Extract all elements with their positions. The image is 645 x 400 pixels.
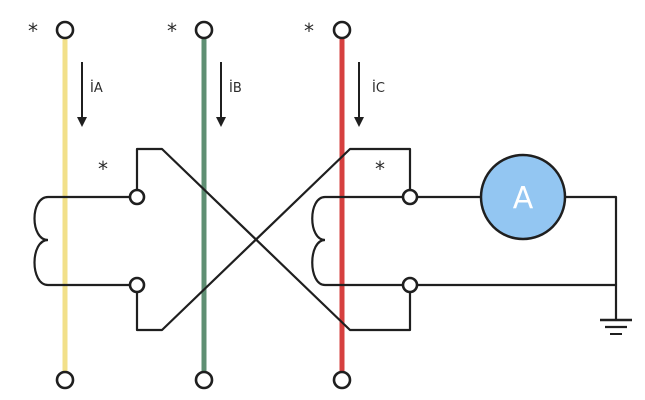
cross-wire-top-left bbox=[135, 147, 412, 332]
ground-icon bbox=[600, 318, 632, 335]
ct-a-terminal-s2 bbox=[128, 276, 146, 294]
ammeter-return-wire bbox=[563, 195, 618, 287]
phase-b-bottom-terminal bbox=[194, 370, 214, 390]
ct-a-polarity-mark: * bbox=[98, 157, 108, 181]
phase-a-polarity-mark: * bbox=[28, 19, 38, 43]
phase-b-top-terminal bbox=[194, 20, 214, 40]
phase-a-bottom-terminal bbox=[55, 370, 75, 390]
phase-a-top-terminal bbox=[55, 20, 75, 40]
phase-c-top-terminal bbox=[332, 20, 352, 40]
ct-a-coil-icon bbox=[33, 195, 65, 287]
phase-c-bottom-terminal bbox=[332, 370, 352, 390]
phase-a-current-label: İA bbox=[90, 80, 103, 96]
phase-b-current-label: İB bbox=[229, 80, 242, 96]
phase-b-polarity-mark: * bbox=[167, 19, 177, 43]
ct-c-terminal-s2 bbox=[401, 276, 419, 294]
ct-c-terminal-s1 bbox=[401, 188, 419, 206]
phase-c-polarity-mark: * bbox=[304, 19, 314, 43]
ct-c-polarity-mark: * bbox=[375, 157, 385, 181]
cross-wire-bottom-left bbox=[135, 147, 412, 332]
ct-a-terminal-s1 bbox=[128, 188, 146, 206]
ammeter-label: A bbox=[513, 181, 534, 216]
ct-c-coil-icon bbox=[311, 195, 342, 287]
phase-c-current-label: İC bbox=[372, 80, 385, 96]
